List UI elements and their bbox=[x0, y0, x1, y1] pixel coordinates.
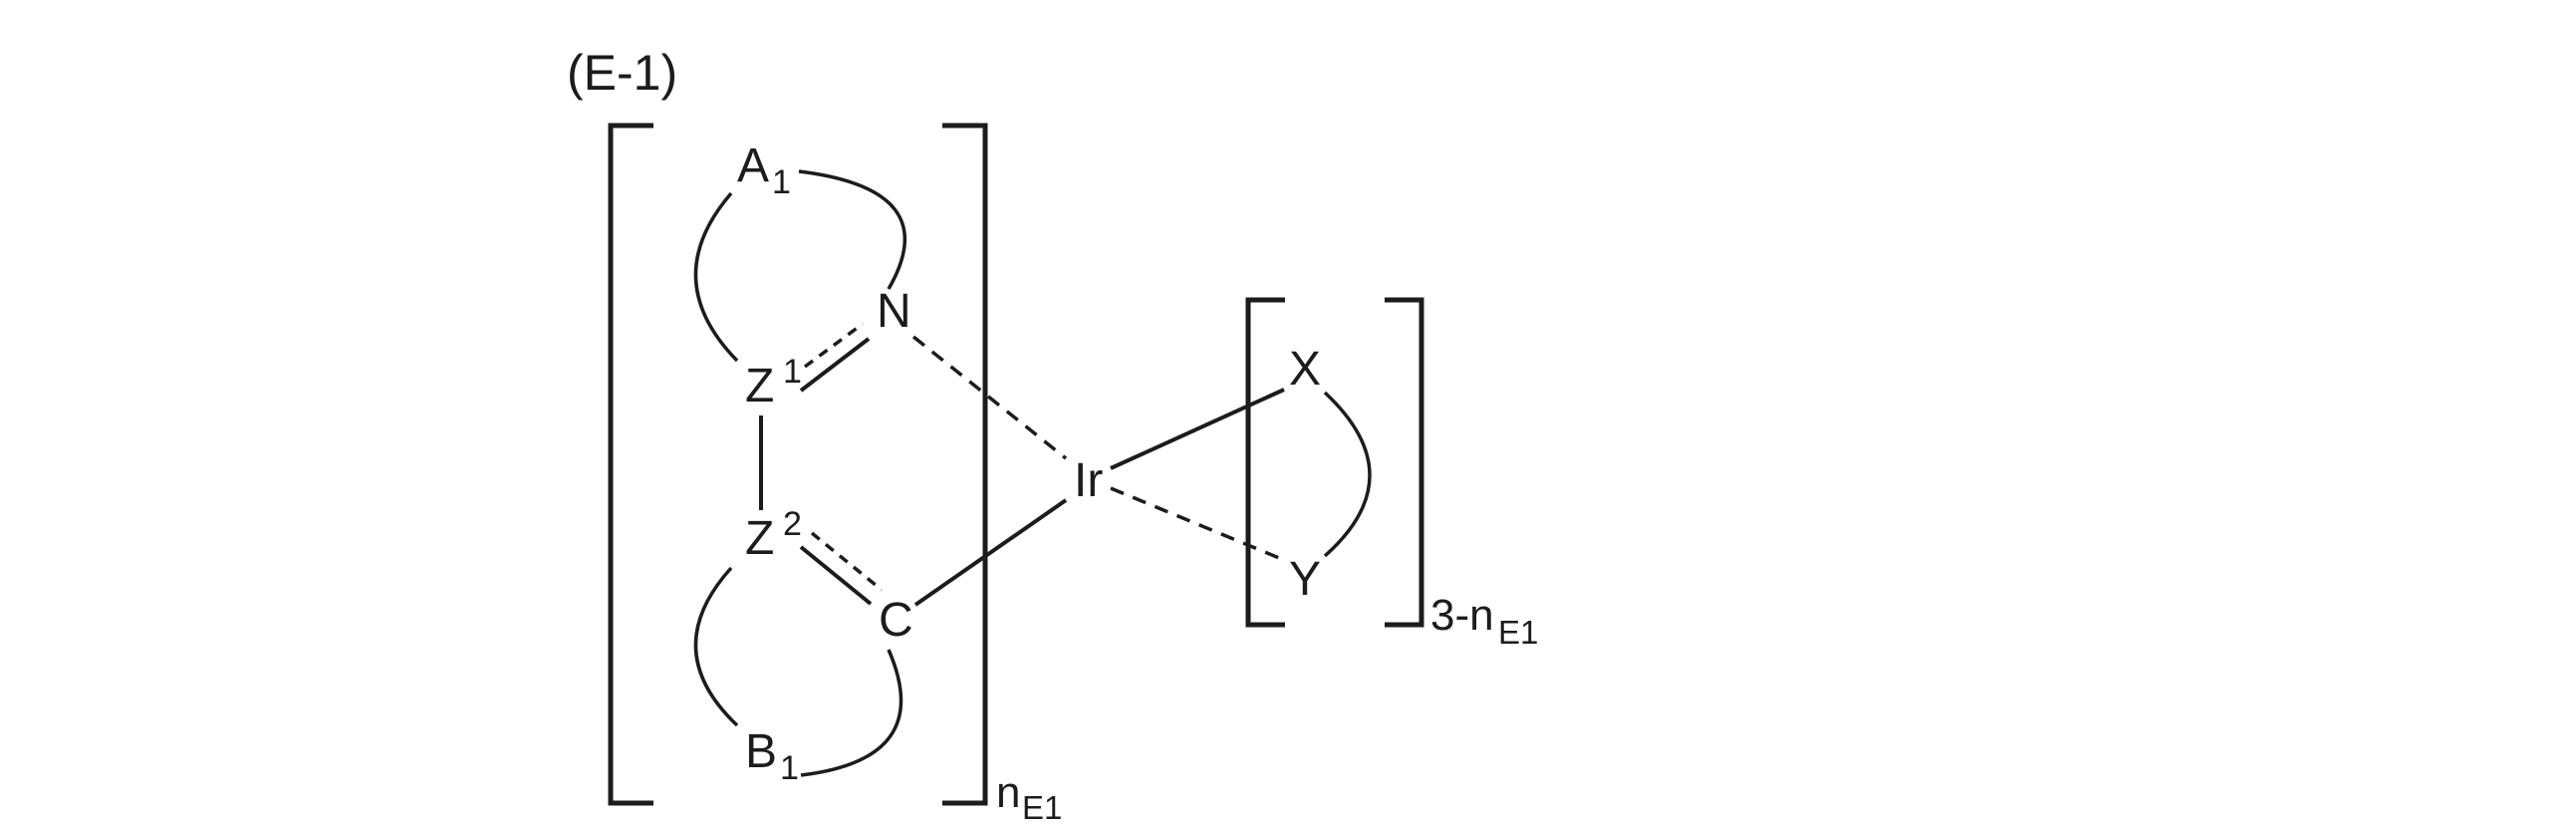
bond-z1-n-dashed bbox=[803, 322, 865, 369]
ancillary-count-subscript: E1 bbox=[1498, 614, 1538, 651]
ring-a-right-arc bbox=[798, 169, 906, 290]
bond-ir-y-dashed bbox=[1110, 486, 1285, 562]
ligand-count-subscript: E1 bbox=[1022, 789, 1062, 825]
bond-c-ir-solid bbox=[913, 498, 1068, 607]
atom-c-label: C bbox=[879, 594, 913, 647]
atom-z1-superscript: 1 bbox=[783, 353, 802, 391]
atom-z2-superscript: 2 bbox=[783, 505, 802, 543]
ligand-bracket-left bbox=[608, 123, 653, 806]
atom-z2-label: Z bbox=[745, 512, 774, 565]
bond-n-ir-dashed bbox=[911, 335, 1068, 460]
bond-z2-c-dashed bbox=[810, 531, 884, 592]
bond-ir-x-solid bbox=[1110, 388, 1285, 470]
ring-b-left-arc bbox=[693, 566, 739, 727]
ring-b-label: B bbox=[745, 725, 777, 778]
atom-y-label: Y bbox=[1289, 553, 1321, 606]
x-y-chelate-arc bbox=[1323, 391, 1372, 558]
atom-n-label: N bbox=[877, 285, 911, 338]
ring-a-subscript: 1 bbox=[772, 163, 791, 201]
ring-b-right-arc bbox=[800, 649, 903, 777]
formula-label: (E-1) bbox=[567, 45, 677, 101]
atom-x-label: X bbox=[1289, 343, 1321, 396]
atom-z1-label: Z bbox=[745, 360, 774, 412]
ancillary-bracket-right bbox=[1385, 297, 1424, 628]
ring-a-left-arc bbox=[693, 191, 739, 363]
ring-b-subscript: 1 bbox=[780, 749, 799, 787]
ancillary-count-base: 3-n bbox=[1430, 591, 1494, 640]
bond-z2-c-solid bbox=[799, 545, 873, 606]
bond-z1-n-solid bbox=[799, 337, 871, 393]
atom-ir-label: Ir bbox=[1074, 454, 1103, 507]
ancillary-bracket-left bbox=[1245, 297, 1285, 628]
ligand-count-base: n bbox=[996, 768, 1020, 817]
ring-a-label: A bbox=[737, 139, 769, 192]
ligand-bracket-right bbox=[942, 123, 988, 806]
